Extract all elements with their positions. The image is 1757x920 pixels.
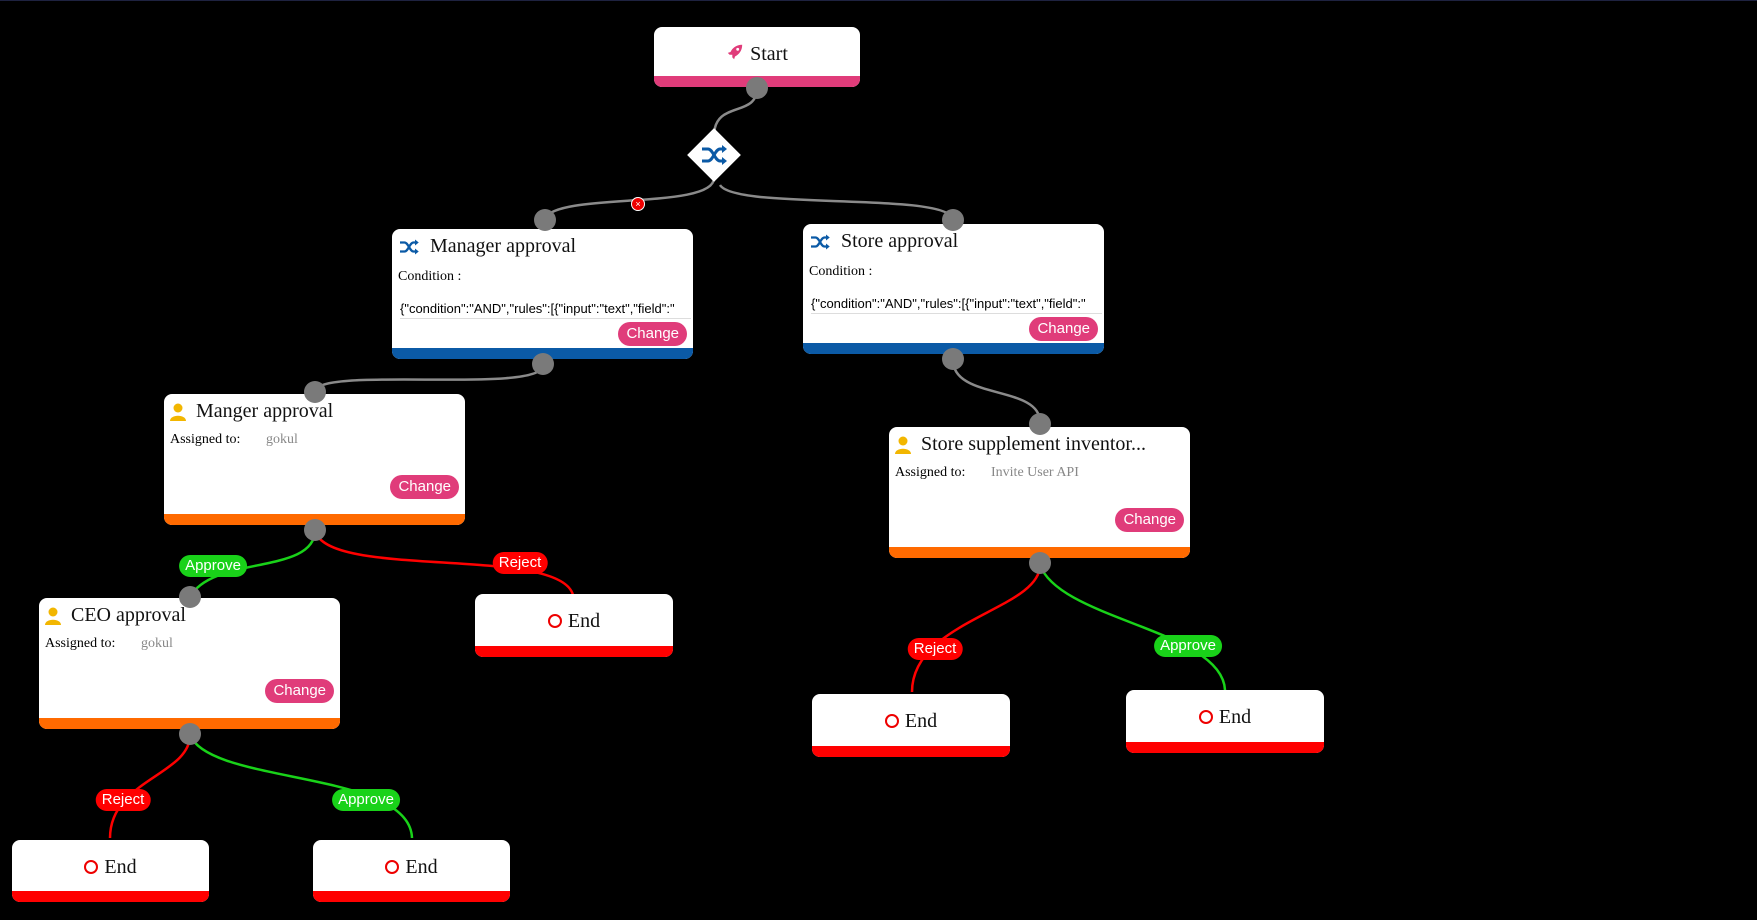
start-title: Start bbox=[654, 43, 860, 67]
end-node-store-reject[interactable]: End bbox=[812, 694, 1010, 757]
input-port[interactable] bbox=[942, 209, 964, 231]
input-port[interactable] bbox=[534, 209, 556, 231]
store-condition-title: Store approval bbox=[841, 230, 959, 252]
delete-edge-icon[interactable]: × bbox=[631, 197, 645, 211]
manger-task-header: Manger approval bbox=[170, 400, 333, 423]
wire-gateway-manager bbox=[543, 177, 716, 219]
condition-label: Condition : bbox=[809, 264, 873, 279]
assignee-value: gokul bbox=[266, 432, 298, 447]
wire-ceo-reject bbox=[108, 734, 192, 839]
shuffle-icon bbox=[398, 238, 420, 256]
assigned-label: Assigned to: bbox=[45, 636, 116, 651]
user-icon bbox=[45, 607, 61, 625]
store-task-change-button[interactable]: Change bbox=[1115, 508, 1184, 532]
end-circle-icon bbox=[547, 614, 562, 628]
user-icon bbox=[895, 436, 911, 454]
end-circle-icon bbox=[385, 860, 400, 874]
condition-value: {"condition":"AND","rules":[{"input":"te… bbox=[811, 296, 1102, 314]
end-node-store-approve[interactable]: End bbox=[1126, 690, 1324, 753]
end-label: End bbox=[405, 856, 438, 878]
output-port[interactable] bbox=[942, 348, 964, 370]
condition-label: Condition : bbox=[398, 269, 462, 284]
input-port[interactable] bbox=[179, 586, 201, 608]
output-port[interactable] bbox=[1029, 552, 1051, 574]
reject-label[interactable]: Reject bbox=[907, 638, 963, 660]
end-title: End bbox=[313, 856, 510, 879]
manger-task-change-button[interactable]: Change bbox=[390, 475, 459, 499]
output-port[interactable] bbox=[179, 723, 201, 745]
end-circle-icon bbox=[884, 714, 899, 728]
input-port[interactable] bbox=[304, 381, 326, 403]
condition-value: {"condition":"AND","rules":[{"input":"te… bbox=[400, 301, 691, 319]
ceo-task-header: CEO approval bbox=[45, 604, 186, 627]
end-title: End bbox=[812, 710, 1010, 733]
store-condition-header: Store approval bbox=[809, 230, 958, 253]
assigned-label: Assigned to: bbox=[170, 432, 241, 447]
end-label: End bbox=[567, 610, 601, 632]
manager-condition-change-button[interactable]: Change bbox=[618, 322, 687, 346]
wire-manger-approve bbox=[188, 529, 317, 598]
input-port[interactable] bbox=[1029, 413, 1051, 435]
end-label: End bbox=[104, 856, 137, 878]
end-bar bbox=[313, 891, 510, 902]
user-icon bbox=[170, 403, 186, 421]
manger-task-node[interactable]: Manger approval Assigned to: gokul Chang… bbox=[164, 394, 465, 525]
output-port[interactable] bbox=[746, 77, 768, 99]
wire-manger-reject bbox=[313, 529, 575, 596]
end-node-ceo-reject[interactable]: End bbox=[12, 840, 209, 902]
end-bar bbox=[812, 746, 1010, 757]
reject-label[interactable]: Reject bbox=[95, 789, 151, 811]
ceo-task-title: CEO approval bbox=[71, 604, 186, 626]
end-bar bbox=[1126, 742, 1324, 753]
store-condition-change-button[interactable]: Change bbox=[1029, 317, 1098, 341]
end-circle-icon bbox=[84, 860, 99, 874]
approve-label[interactable]: Approve bbox=[332, 789, 400, 811]
end-node-ceo-approve[interactable]: End bbox=[313, 840, 510, 902]
shuffle-icon bbox=[702, 145, 727, 165]
end-label: End bbox=[904, 710, 938, 732]
output-port[interactable] bbox=[532, 353, 554, 375]
end-title: End bbox=[475, 610, 673, 633]
output-port[interactable] bbox=[304, 519, 326, 541]
store-condition-node[interactable]: Store approval Condition : {"condition":… bbox=[803, 224, 1104, 354]
end-bar bbox=[12, 891, 209, 902]
wire-gateway-store bbox=[718, 184, 955, 219]
wire-ceo-approve bbox=[188, 734, 414, 839]
top-border bbox=[0, 0, 1757, 1]
store-task-header: Store supplement inventor... bbox=[895, 433, 1146, 456]
end-title: End bbox=[12, 856, 209, 879]
manager-condition-header: Manager approval bbox=[398, 235, 576, 258]
reject-label[interactable]: Reject bbox=[492, 552, 548, 574]
shuffle-icon bbox=[809, 233, 831, 251]
wire-store-approve bbox=[1038, 564, 1227, 691]
manager-condition-title: Manager approval bbox=[430, 235, 577, 257]
start-label: Start bbox=[750, 43, 788, 65]
end-node-manger-reject[interactable]: End bbox=[475, 594, 673, 657]
manger-task-title: Manger approval bbox=[196, 400, 334, 422]
wire-managercond-task bbox=[313, 364, 545, 393]
assignee-value: gokul bbox=[141, 636, 173, 651]
ceo-task-node[interactable]: CEO approval Assigned to: gokul Change bbox=[39, 598, 340, 729]
wire-store-reject bbox=[910, 564, 1042, 693]
manager-condition-node[interactable]: Manager approval Condition : {"condition… bbox=[392, 229, 693, 359]
ceo-task-change-button[interactable]: Change bbox=[265, 679, 334, 703]
assignee-value: Invite User API bbox=[991, 465, 1079, 480]
end-label: End bbox=[1218, 706, 1252, 728]
store-task-title: Store supplement inventor... bbox=[921, 433, 1146, 455]
store-task-node[interactable]: Store supplement inventor... Assigned to… bbox=[889, 427, 1190, 558]
end-bar bbox=[475, 646, 673, 657]
end-circle-icon bbox=[1198, 710, 1213, 724]
approve-label[interactable]: Approve bbox=[179, 555, 247, 577]
assigned-label: Assigned to: bbox=[895, 465, 966, 480]
approve-label[interactable]: Approve bbox=[1154, 635, 1222, 657]
rocket-icon bbox=[726, 43, 744, 67]
end-title: End bbox=[1126, 706, 1324, 729]
wire-storecond-task bbox=[951, 359, 1042, 423]
